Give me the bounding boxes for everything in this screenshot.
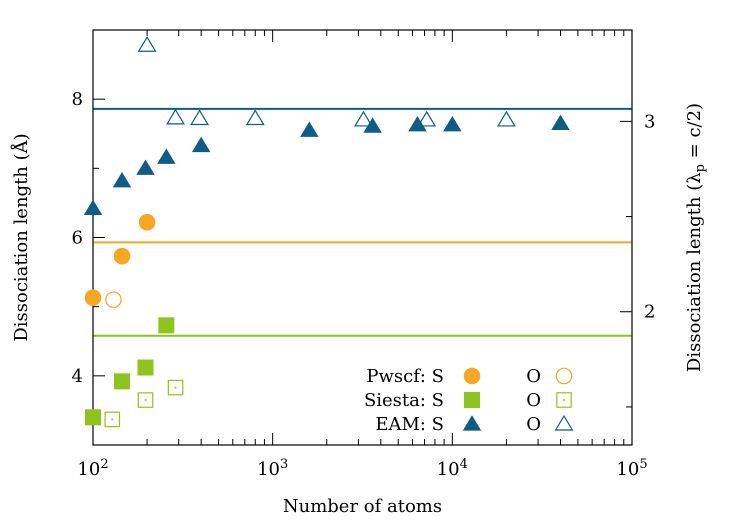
legend-marker [464,392,480,408]
data-point [137,36,157,52]
data-point [190,109,210,126]
y-tick-label: 8 [72,89,83,110]
data-point [551,114,570,130]
y2-axis-label: Dissociation length (λp = c/2) [684,103,708,372]
data-point [191,136,211,153]
data-point [408,115,427,132]
data-point [104,411,121,428]
data-point [84,289,102,306]
data-point [112,171,132,188]
data-point [300,121,319,137]
y-tick-label: 6 [72,228,83,249]
x-tick-label: 105 [616,457,647,481]
data-point [166,108,185,125]
data-point [137,392,154,408]
data-point [85,409,101,426]
square-marker [113,373,130,390]
data-point [157,148,176,164]
data-point [83,199,103,216]
square-marker [158,317,175,334]
data-point [353,110,373,127]
reference-lines [93,107,632,337]
square-marker [137,359,154,376]
square-marker [137,392,154,408]
tick-labels: 102 103 104 105 4 6 8 2 3 [72,89,656,480]
legend-marker [555,367,573,385]
square-marker-dot [111,418,114,421]
y2-tick-label: 3 [644,111,655,132]
y2-tick-label: 2 [644,302,655,323]
square-marker-dot [174,386,177,389]
data-point [245,109,265,126]
legend-label: EAM: S [375,414,444,435]
data-point [167,379,184,396]
legend-marker [463,367,481,385]
data-point [113,247,131,265]
data-point [113,373,130,390]
square-marker-dot [144,399,147,402]
square-marker [85,409,101,426]
legend-label: O [526,390,541,411]
data-point [105,291,122,309]
data-point [138,213,156,231]
square-marker [464,392,480,408]
y-axis-label: Dissociation length (Å) [10,133,32,341]
y-tick-label: 4 [72,366,83,387]
square-marker [556,392,572,408]
axis-ticks [92,29,633,446]
legend-label: Pwscf: S [366,366,444,387]
square-marker [104,411,121,428]
x-axis-label: Number of atoms [283,496,442,517]
data-point [443,115,462,132]
square-marker-dot [563,399,565,401]
legend-marker [554,414,574,431]
legend-marker [462,415,482,431]
data-point [158,317,175,334]
x-tick-label: 103 [257,457,288,481]
data-point [496,110,516,127]
data-points [83,36,570,428]
x-tick-label: 104 [437,457,468,481]
legend: Pwscf: S O Siesta: S O EAM: S O [364,366,574,435]
data-point [136,159,155,175]
x-tick-label: 102 [77,457,108,481]
legend-label: Siesta: S [364,390,444,411]
legend-label: O [526,366,541,387]
data-point [137,359,154,376]
legend-label: O [526,414,541,435]
data-point [363,117,382,133]
square-marker [167,379,184,396]
legend-marker [556,392,572,408]
data-point [417,110,437,127]
plot-frame [92,29,633,446]
